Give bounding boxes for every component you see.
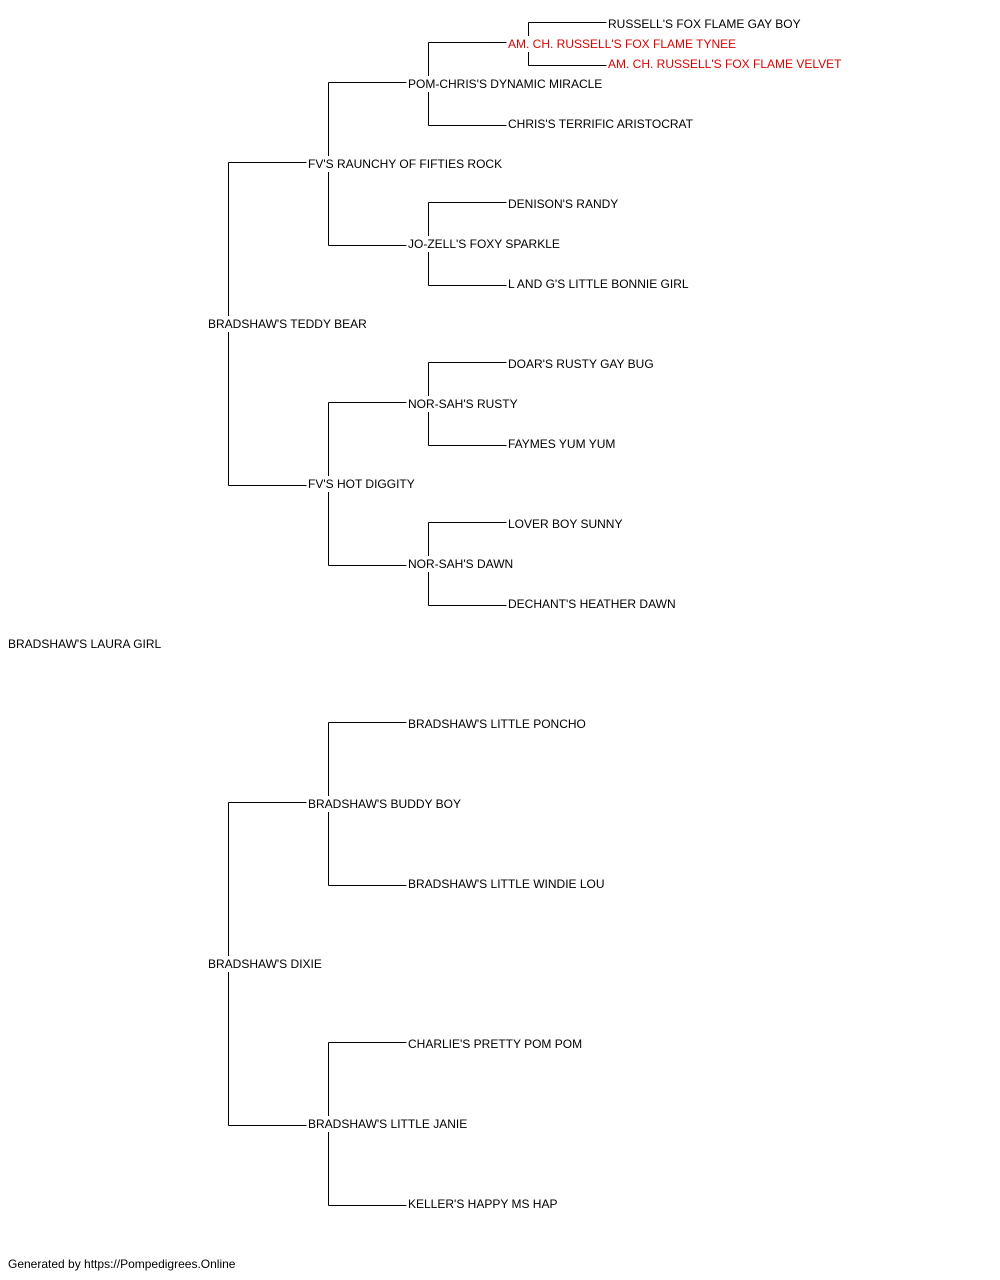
- ancestor-sdss-name: DOAR'S RUSTY GAY BUG: [508, 356, 654, 372]
- dam-name: BRADSHAW'S DIXIE: [208, 956, 322, 972]
- paternal-granddam-name: FV'S HOT DIGGITY: [308, 476, 415, 492]
- maternal-grandsire-name: BRADSHAW'S BUDDY BOY: [308, 796, 461, 812]
- ancestor-ssssd-champion-name: AM. CH. RUSSELL'S FOX FLAME VELVET: [608, 56, 842, 72]
- ancestor-ssd-name: JO-ZELL'S FOXY SPARKLE: [408, 236, 560, 252]
- subject-dog-name: BRADSHAW'S LAURA GIRL: [8, 636, 162, 652]
- ancestor-sssd-name: CHRIS'S TERRIFIC ARISTOCRAT: [508, 116, 693, 132]
- ancestor-ddd-name: KELLER'S HAPPY MS HAP: [408, 1196, 558, 1212]
- sire-name: BRADSHAW'S TEDDY BEAR: [208, 316, 367, 332]
- ancestor-sdd-name: NOR-SAH'S DAWN: [408, 556, 514, 572]
- ancestor-sddd-name: DECHANT'S HEATHER DAWN: [508, 596, 676, 612]
- ancestor-ssss-champion-name: AM. CH. RUSSELL'S FOX FLAME TYNEE: [508, 36, 737, 52]
- ancestor-dss-name: BRADSHAW'S LITTLE PONCHO: [408, 716, 586, 732]
- ancestor-sds-name: NOR-SAH'S RUSTY: [408, 396, 518, 412]
- ancestor-sdds-name: LOVER BOY SUNNY: [508, 516, 623, 532]
- maternal-granddam-name: BRADSHAW'S LITTLE JANIE: [308, 1116, 468, 1132]
- ancestor-ssdd-name: L AND G'S LITTLE BONNIE GIRL: [508, 276, 689, 292]
- ancestor-dsd-name: BRADSHAW'S LITTLE WINDIE LOU: [408, 876, 605, 892]
- ancestor-dds-name: CHARLIE'S PRETTY POM POM: [408, 1036, 583, 1052]
- ancestor-sssss-name: RUSSELL'S FOX FLAME GAY BOY: [608, 16, 801, 32]
- paternal-grandsire-name: FV'S RAUNCHY OF FIFTIES ROCK: [308, 156, 503, 172]
- generator-credit-footer: Generated by https://Pompedigrees.Online: [8, 1257, 236, 1271]
- ancestor-ssds-name: DENISON'S RANDY: [508, 196, 619, 212]
- ancestor-sss-name: POM-CHRIS'S DYNAMIC MIRACLE: [408, 76, 603, 92]
- ancestor-sdsd-name: FAYMES YUM YUM: [508, 436, 616, 452]
